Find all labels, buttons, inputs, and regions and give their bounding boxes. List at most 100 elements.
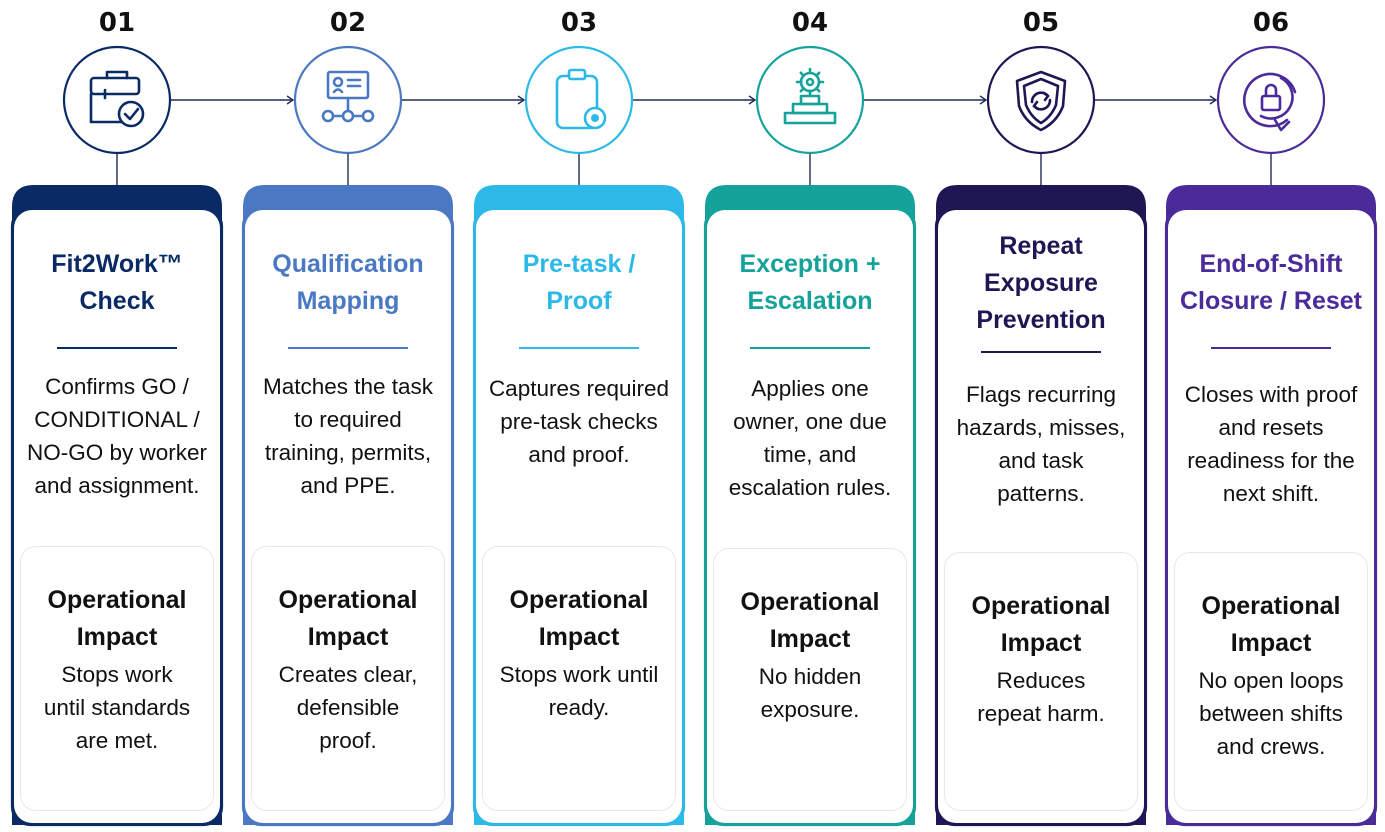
title-divider bbox=[1211, 347, 1331, 349]
impact-description: and crews. bbox=[1216, 734, 1326, 759]
step-number: 01 bbox=[98, 8, 136, 38]
step-number: 04 bbox=[791, 8, 829, 38]
step-description: Closes with proof bbox=[1184, 382, 1358, 407]
step-description: and PPE. bbox=[300, 473, 396, 498]
step-number: 05 bbox=[1022, 8, 1060, 38]
impact-description: Stops work bbox=[61, 662, 173, 687]
impact-description: Creates clear, bbox=[278, 662, 418, 687]
connector-arrow-icon bbox=[517, 95, 526, 105]
title-divider bbox=[519, 347, 639, 349]
step-card-border bbox=[703, 206, 917, 827]
impact-title: Impact bbox=[769, 625, 851, 653]
step-description: Captures required bbox=[488, 376, 670, 401]
impact-box bbox=[713, 548, 907, 811]
impact-description: No hidden bbox=[758, 664, 862, 689]
impact-box bbox=[944, 552, 1138, 811]
impact-description: proof. bbox=[319, 728, 377, 753]
step-card-border bbox=[10, 206, 224, 827]
step-description: and proof. bbox=[528, 442, 630, 467]
step-icon-circle bbox=[1216, 45, 1326, 155]
step-title: Escalation bbox=[747, 287, 873, 315]
title-divider bbox=[750, 347, 870, 349]
impact-box bbox=[251, 546, 445, 811]
step-card-border bbox=[934, 206, 1148, 827]
impact-description: repeat harm. bbox=[977, 701, 1105, 726]
step-description: Applies one bbox=[751, 376, 869, 401]
step-description: readiness for the bbox=[1187, 448, 1355, 473]
impact-title: Operational bbox=[971, 592, 1111, 620]
title-divider bbox=[288, 347, 408, 349]
step-icon-circle bbox=[755, 45, 865, 155]
step-description: Matches the task bbox=[262, 374, 434, 399]
step-title: Pre-task / bbox=[522, 250, 636, 278]
impact-title: Impact bbox=[307, 623, 389, 651]
step-title: Exception + bbox=[739, 250, 881, 278]
step-icon-circle bbox=[62, 45, 172, 155]
impact-title: Operational bbox=[278, 586, 418, 614]
step-card-border bbox=[472, 206, 686, 827]
impact-description: Reduces bbox=[996, 668, 1086, 693]
impact-description: between shifts bbox=[1199, 701, 1343, 726]
step-card-border bbox=[241, 206, 455, 827]
impact-title: Operational bbox=[47, 586, 187, 614]
step-card-border bbox=[1164, 206, 1378, 827]
impact-description: exposure. bbox=[760, 697, 860, 722]
impact-title: Impact bbox=[1230, 629, 1312, 657]
escalation-podium-icon bbox=[783, 67, 837, 125]
impact-description: until standards bbox=[43, 695, 191, 720]
impact-description: defensible bbox=[296, 695, 400, 720]
step-description: and resets bbox=[1218, 415, 1324, 440]
step-description: and assignment. bbox=[34, 473, 200, 498]
step-number: 02 bbox=[329, 8, 367, 38]
step-title: Prevention bbox=[976, 306, 1106, 334]
step-description: time, and bbox=[763, 442, 857, 467]
step-description: to required bbox=[294, 407, 402, 432]
shield-refresh-icon bbox=[1015, 70, 1067, 132]
step-description: and task bbox=[998, 448, 1084, 473]
impact-title: Operational bbox=[1201, 592, 1341, 620]
qualification-network-icon bbox=[321, 70, 375, 123]
connector-arrow-icon bbox=[748, 95, 757, 105]
connector-arrow-icon bbox=[979, 95, 988, 105]
step-description: owner, one due bbox=[733, 409, 887, 434]
step-number: 03 bbox=[560, 8, 598, 38]
step-title: Repeat bbox=[999, 232, 1083, 260]
step-icon-circle bbox=[524, 45, 634, 155]
step-title: Mapping bbox=[296, 287, 400, 315]
step-description: pre-task checks bbox=[500, 409, 658, 434]
step-description: Flags recurring bbox=[965, 382, 1117, 407]
step-description: NO-GO by worker bbox=[26, 440, 208, 465]
step-description: patterns. bbox=[997, 481, 1085, 506]
impact-description: Stops work until bbox=[499, 662, 659, 687]
impact-description: are met. bbox=[75, 728, 159, 753]
step-title: Closure / Reset bbox=[1179, 287, 1362, 315]
impact-title: Impact bbox=[538, 623, 620, 651]
step-icon-circle bbox=[986, 45, 1096, 155]
step-title: Proof bbox=[546, 287, 612, 315]
step-description: hazards, misses, bbox=[956, 415, 1126, 440]
step-number: 06 bbox=[1252, 8, 1290, 38]
connector-arrow-icon bbox=[286, 95, 295, 105]
step-description: escalation rules. bbox=[728, 475, 892, 500]
impact-description: No open loops bbox=[1198, 668, 1344, 693]
impact-title: Operational bbox=[509, 586, 649, 614]
impact-title: Impact bbox=[76, 623, 158, 651]
impact-box bbox=[482, 546, 676, 811]
title-divider bbox=[57, 347, 177, 349]
step-title: End-of-Shift bbox=[1199, 250, 1343, 278]
clipboard-eye-icon bbox=[555, 68, 607, 130]
impact-title: Operational bbox=[740, 588, 880, 616]
step-title: Fit2Work™ bbox=[51, 250, 183, 278]
step-description: Confirms GO / bbox=[45, 374, 189, 399]
step-description: next shift. bbox=[1222, 481, 1320, 506]
step-title: Exposure bbox=[984, 269, 1098, 297]
connector-arrow-icon bbox=[1209, 95, 1218, 105]
title-divider bbox=[981, 351, 1101, 353]
step-title: Check bbox=[79, 287, 155, 315]
impact-description: ready. bbox=[548, 695, 610, 720]
step-description: CONDITIONAL / bbox=[34, 407, 200, 432]
step-title: Qualification bbox=[272, 250, 424, 278]
impact-box bbox=[20, 546, 214, 811]
lock-reset-icon bbox=[1243, 72, 1297, 132]
